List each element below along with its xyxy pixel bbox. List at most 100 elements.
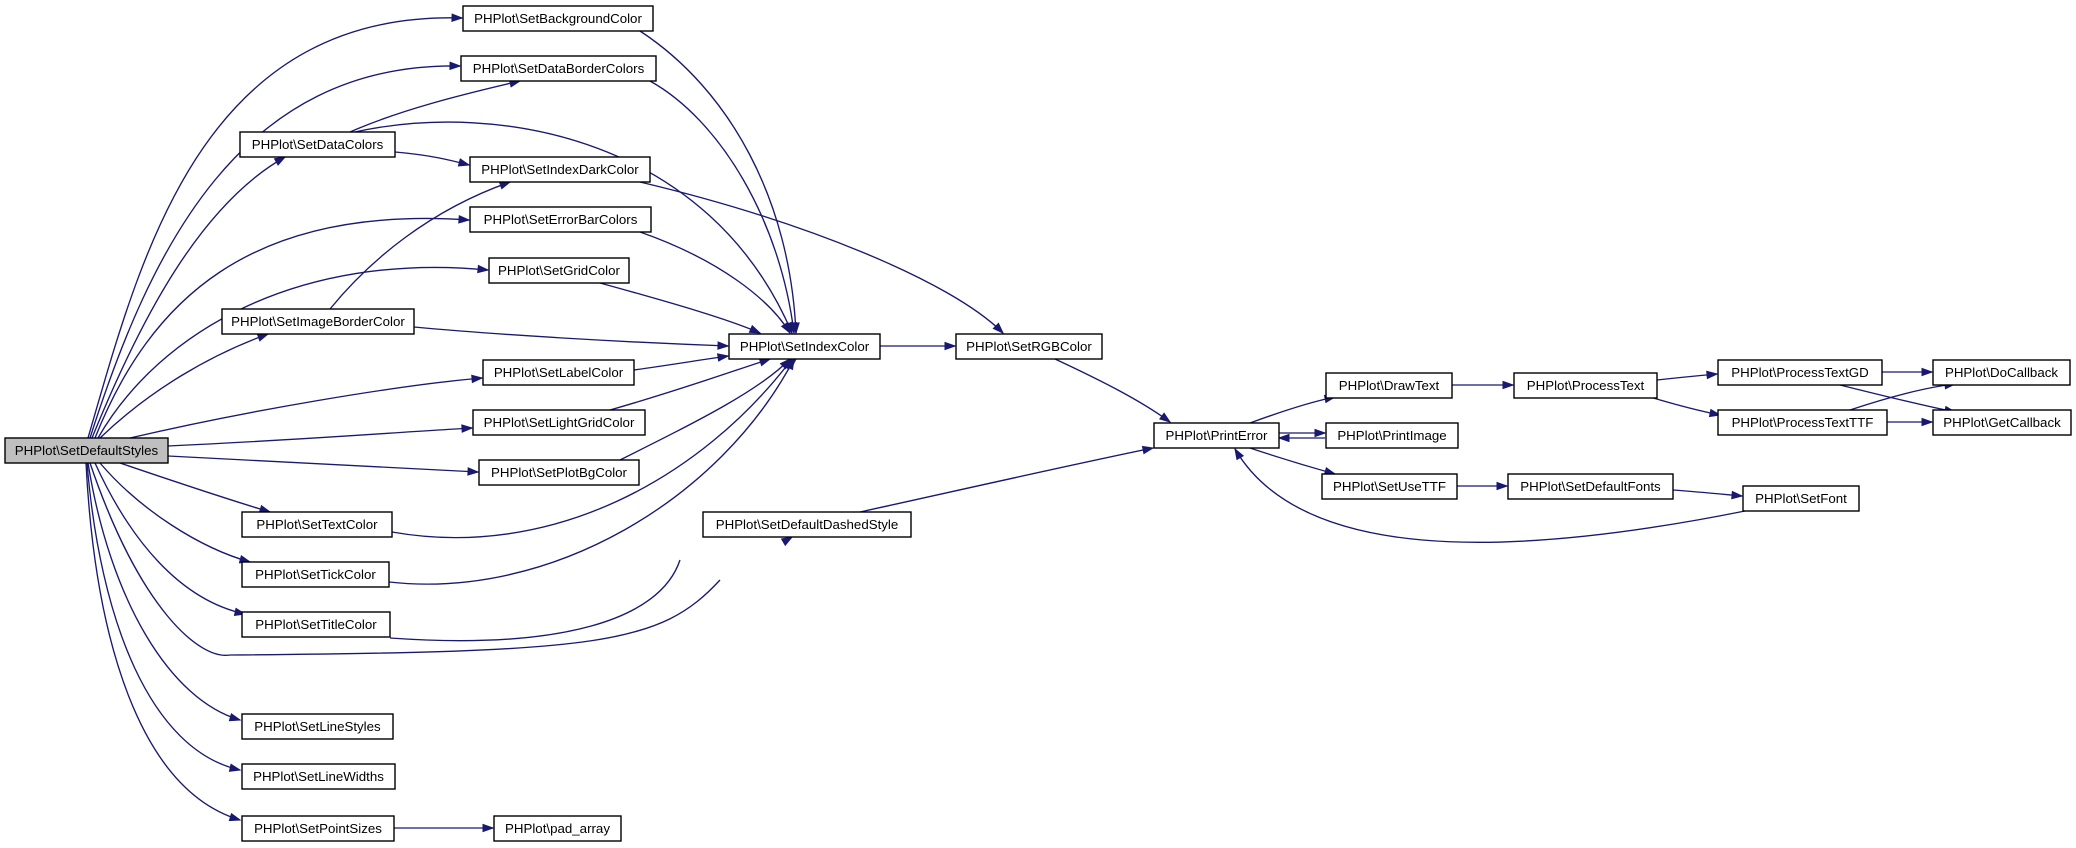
edge-line — [639, 181, 1004, 334]
node-ProcessTextGD[interactable]: PHPlot\ProcessTextGD — [1717, 359, 1883, 386]
node-SetRGBColor[interactable]: PHPlot\SetRGBColor — [955, 333, 1103, 360]
node-label: PHPlot\ProcessTextGD — [1731, 365, 1868, 380]
edge-ProcessTextGD-to-DoCallback — [1882, 367, 1934, 377]
edge-SetDefaultStyles-to-SetPointSizes — [85, 462, 242, 822]
edge-line — [119, 462, 271, 513]
edge-line — [389, 559, 681, 642]
edge-line — [329, 181, 511, 310]
arrowhead-icon — [1158, 412, 1172, 423]
node-SetDefaultStyles[interactable]: PHPlot\SetDefaultStyles — [4, 437, 169, 464]
node-pad_array[interactable]: PHPlot\pad_array — [493, 815, 622, 842]
arrowhead-icon — [780, 321, 791, 335]
node-SetIndexColor[interactable]: PHPlot\SetIndexColor — [728, 333, 881, 360]
node-DoCallback[interactable]: PHPlot\DoCallback — [1932, 359, 2071, 386]
node-SetLabelColor[interactable]: PHPlot\SetLabelColor — [482, 359, 635, 386]
edge-line — [86, 462, 241, 771]
edge-line — [97, 266, 489, 439]
node-SetPointSizes[interactable]: PHPlot\SetPointSizes — [241, 815, 395, 842]
node-label: PHPlot\SetRGBColor — [966, 339, 1092, 354]
node-box — [239, 131, 396, 158]
edge-SetDefaultStyles-to-SetLineStyles — [87, 462, 242, 722]
node-label: PHPlot\GetCallback — [1943, 415, 2061, 430]
edge-SetDefaultStyles-to-SetLineWidths — [86, 462, 242, 772]
node-label: PHPlot\pad_array — [505, 821, 610, 836]
node-SetDataColors[interactable]: PHPlot\SetDataColors — [239, 131, 396, 158]
node-label: PHPlot\ProcessText — [1527, 378, 1645, 393]
edge-line — [639, 30, 797, 334]
node-SetLightGridColor[interactable]: PHPlot\SetLightGridColor — [472, 409, 646, 436]
node-label: PHPlot\SetTitleColor — [255, 617, 377, 632]
node-box — [955, 333, 1103, 360]
node-SetLineWidths[interactable]: PHPlot\SetLineWidths — [241, 763, 396, 790]
edge-line — [167, 427, 473, 447]
node-SetDataBorderColors[interactable]: PHPlot\SetDataBorderColors — [460, 55, 657, 82]
node-box — [702, 511, 912, 538]
edge-line — [619, 358, 791, 461]
edge-line — [609, 358, 771, 411]
node-box — [221, 308, 415, 335]
arrowhead-icon — [1277, 433, 1290, 443]
edge-line — [1054, 358, 1171, 423]
node-box — [472, 409, 646, 436]
edge-SetDefaultStyles-to-SetTitleColor — [94, 462, 247, 617]
node-box — [1321, 473, 1458, 500]
node-ProcessTextTTF[interactable]: PHPlot\ProcessTextTTF — [1717, 409, 1888, 436]
node-SetTickColor[interactable]: PHPlot\SetTickColor — [241, 561, 390, 588]
edge-line — [129, 377, 483, 439]
edge-line — [599, 282, 761, 334]
node-box — [1325, 422, 1459, 449]
node-box — [469, 156, 651, 183]
edge-line — [391, 358, 793, 539]
node-SetLineStyles[interactable]: PHPlot\SetLineStyles — [241, 713, 394, 740]
node-label: PHPlot\SetLineStyles — [254, 719, 381, 734]
node-SetDefaultDashedStyle[interactable]: PHPlot\SetDefaultDashedStyle — [702, 511, 912, 538]
node-SetIndexDarkColor[interactable]: PHPlot\SetIndexDarkColor — [469, 156, 651, 183]
arrowhead-icon — [1502, 380, 1515, 390]
node-label: PHPlot\PrintError — [1166, 428, 1269, 443]
node-box — [241, 561, 390, 588]
node-SetImageBorderColor[interactable]: PHPlot\SetImageBorderColor — [221, 308, 415, 335]
node-SetGridColor[interactable]: PHPlot\SetGridColor — [488, 257, 630, 284]
node-label: PHPlot\SetLabelColor — [494, 365, 624, 380]
edge-ProcessTextTTF-to-DoCallback — [1849, 380, 1957, 411]
node-SetBackgroundColor[interactable]: PHPlot\SetBackgroundColor — [462, 5, 654, 32]
node-box — [1513, 372, 1658, 399]
edge-line — [87, 17, 463, 439]
edge-line — [354, 121, 793, 334]
edge-SetDefaultStyles-to-SetTextColor — [119, 462, 272, 514]
arrowhead-icon — [256, 333, 270, 342]
node-SetTextColor[interactable]: PHPlot\SetTextColor — [241, 511, 393, 538]
node-SetPlotBgColor[interactable]: PHPlot\SetPlotBgColor — [478, 459, 640, 486]
node-SetUseTTF[interactable]: PHPlot\SetUseTTF — [1321, 473, 1458, 500]
node-SetTitleColor[interactable]: PHPlot\SetTitleColor — [241, 611, 391, 638]
node-ProcessText[interactable]: PHPlot\ProcessText — [1513, 372, 1658, 399]
edge-line — [394, 151, 470, 166]
node-box — [482, 359, 635, 386]
node-PrintImage[interactable]: PHPlot\PrintImage — [1325, 422, 1459, 449]
node-PrintError[interactable]: PHPlot\PrintError — [1153, 422, 1280, 449]
edge-line — [633, 355, 729, 371]
edge-SetDefaultStyles-to-SetPlotBgColor — [167, 455, 480, 476]
edge-SetDefaultStyles-to-SetLabelColor — [129, 374, 484, 439]
arrowhead-icon — [1496, 481, 1509, 491]
node-SetDefaultFonts[interactable]: PHPlot\SetDefaultFonts — [1507, 473, 1674, 500]
node-DrawText[interactable]: PHPlot\DrawText — [1325, 372, 1453, 399]
edge-ProcessTextGD-to-GetCallback — [1839, 384, 1957, 415]
node-SetFont[interactable]: PHPlot\SetFont — [1742, 485, 1860, 512]
edge-line — [639, 231, 791, 334]
edge-line — [388, 358, 795, 585]
node-GetCallback[interactable]: PHPlot\GetCallback — [1932, 409, 2072, 436]
node-box — [1153, 422, 1280, 449]
arrowhead-icon — [498, 181, 512, 190]
node-SetErrorBarColors[interactable]: PHPlot\SetErrorBarColors — [469, 206, 652, 233]
node-label: PHPlot\SetLineWidths — [253, 769, 384, 784]
arrowhead-icon — [1234, 447, 1245, 461]
edge-line — [1234, 448, 1746, 543]
node-label: PHPlot\SetGridColor — [498, 263, 621, 278]
arrowhead-icon — [780, 536, 794, 547]
arrowhead-icon — [1706, 370, 1719, 380]
node-box — [4, 437, 169, 464]
node-label: PHPlot\SetDefaultDashedStyle — [716, 517, 899, 532]
edge-SetTitleColor-to-SetIndexColor — [389, 357, 798, 642]
edge-SetTextColor-to-SetIndexColor — [391, 357, 793, 539]
